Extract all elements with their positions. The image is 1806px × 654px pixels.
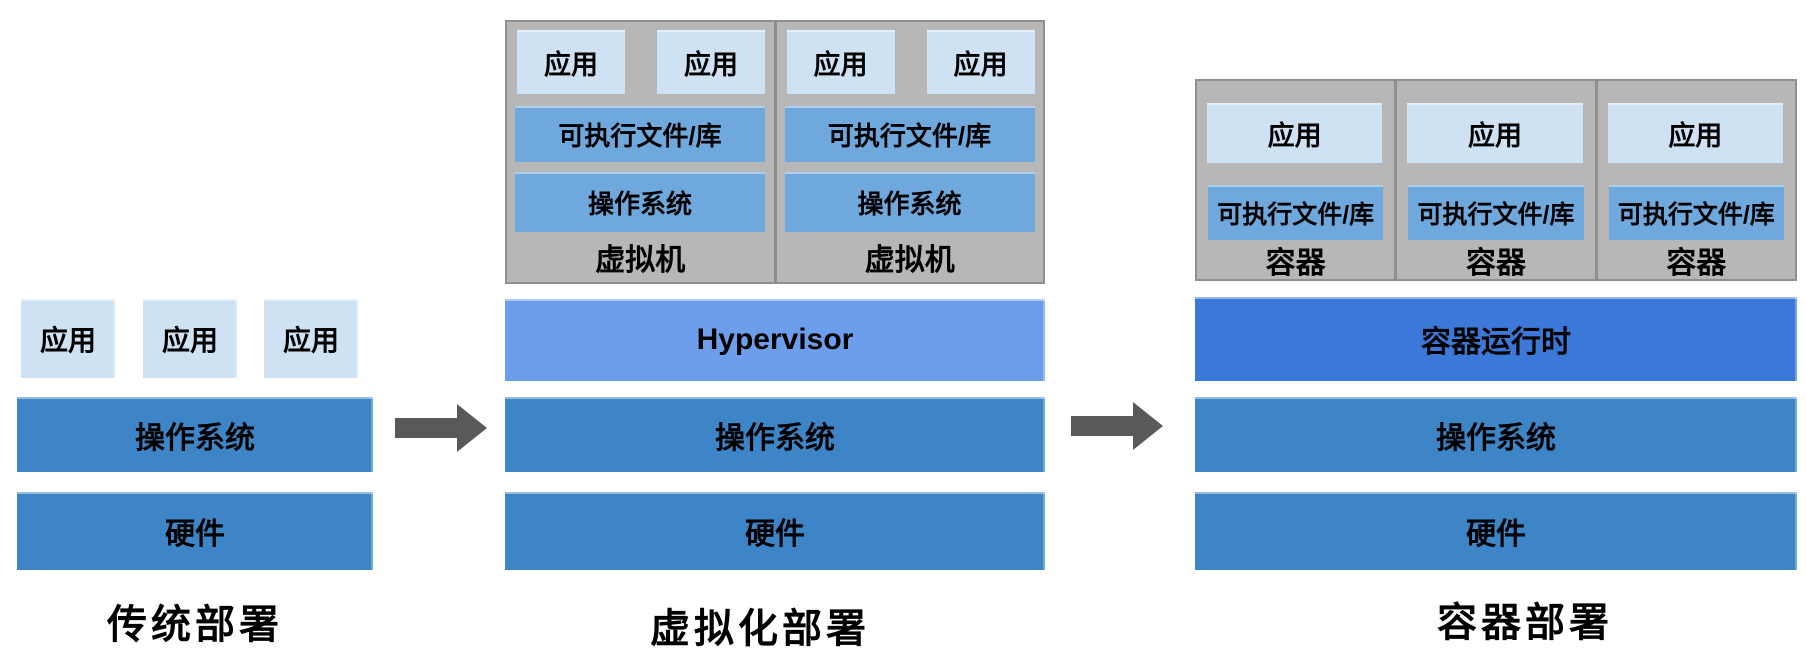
app-box: 应用	[786, 30, 895, 94]
container-panel: 应用 可执行文件/库 容器	[1594, 81, 1795, 280]
vm-panel: 应用 应用 可执行文件/库 操作系统 虚拟机	[773, 22, 1044, 282]
container-panel: 应用 可执行文件/库 容器	[1197, 81, 1394, 280]
app-box: 应用	[21, 299, 115, 378]
bin-lib-bar: 可执行文件/库	[1208, 185, 1384, 240]
container-caption: 容器	[1265, 246, 1326, 280]
bin-lib-bar: 可执行文件/库	[1608, 185, 1784, 240]
app-box: 应用	[1207, 103, 1383, 163]
column-label-virtualized: 虚拟化部署	[650, 607, 870, 651]
container-caption: 容器	[1666, 246, 1727, 280]
hardware-bar: 硬件	[1195, 492, 1797, 570]
bin-lib-bar: 可执行文件/库	[515, 106, 765, 162]
os-bar: 操作系统	[1195, 397, 1797, 472]
app-box: 应用	[1607, 103, 1783, 163]
arrow-right-icon	[1071, 402, 1163, 450]
vm-os-bar: 操作系统	[515, 172, 765, 232]
hardware-bar: 硬件	[17, 492, 373, 570]
container-caption: 容器	[1465, 246, 1526, 280]
app-box: 应用	[657, 30, 765, 94]
vm-group-box: 应用 应用 可执行文件/库 操作系统 虚拟机 应用 应用 可执行文件/库 操作系…	[505, 20, 1045, 284]
os-bar: 操作系统	[505, 397, 1045, 472]
vm-os-bar: 操作系统	[784, 172, 1035, 232]
os-bar: 操作系统	[17, 397, 373, 472]
app-box: 应用	[517, 30, 625, 94]
hypervisor-bar: Hypervisor	[505, 299, 1045, 381]
app-box: 应用	[926, 30, 1035, 94]
vm-panel: 应用 应用 可执行文件/库 操作系统 虚拟机	[507, 22, 774, 282]
arrow-right-icon	[395, 404, 487, 452]
app-box: 应用	[264, 299, 358, 378]
bin-lib-bar: 可执行文件/库	[1408, 185, 1584, 240]
column-label-traditional: 传统部署	[107, 603, 283, 647]
bin-lib-bar: 可执行文件/库	[784, 106, 1035, 162]
container-panel: 应用 可执行文件/库 容器	[1394, 81, 1594, 280]
container-runtime-bar: 容器运行时	[1195, 297, 1797, 381]
container-group-box: 应用 可执行文件/库 容器 应用 可执行文件/库 容器 应用 可执行文件/库 容…	[1195, 79, 1797, 281]
app-box: 应用	[1407, 103, 1583, 163]
app-box: 应用	[143, 299, 237, 378]
hardware-bar: 硬件	[505, 492, 1045, 570]
column-label-container: 容器部署	[1437, 601, 1613, 645]
vm-caption: 虚拟机	[864, 244, 955, 277]
vm-caption: 虚拟机	[595, 244, 686, 277]
